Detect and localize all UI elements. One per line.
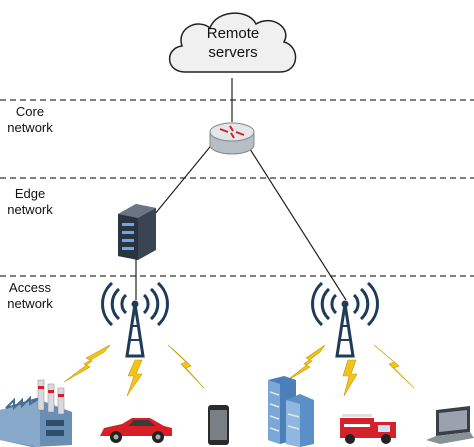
lightning-icon — [284, 344, 326, 383]
access-label-line2: network — [7, 296, 53, 311]
lightning-icon — [342, 359, 358, 397]
server-icon — [118, 204, 156, 260]
office-building-icon — [268, 376, 314, 447]
car-icon — [100, 418, 172, 443]
access-label-line1: Access — [9, 280, 51, 295]
factory-icon — [0, 379, 72, 447]
cloud-label-line1: Remote — [206, 25, 260, 42]
core-network-label: Core network — [0, 104, 60, 136]
lightning-icon — [126, 359, 143, 397]
edge-label-line1: Edge — [14, 186, 46, 201]
fire-truck-icon — [340, 414, 396, 444]
access-network-label: Access network — [0, 280, 60, 312]
lightning-icon — [63, 344, 111, 383]
router-icon — [209, 122, 255, 155]
cloud-label-line2: servers — [208, 44, 258, 61]
laptop-icon — [426, 406, 474, 444]
lightning-icon — [373, 344, 415, 389]
core-label-line2: network — [7, 120, 53, 135]
link-router-server — [149, 141, 215, 221]
core-label-line1: Core — [15, 104, 45, 119]
antenna-tower-icon — [101, 281, 169, 358]
cloud-label: Remote servers — [178, 24, 288, 62]
lightning-icon — [167, 344, 205, 389]
smartphone-icon — [208, 405, 229, 445]
link-router-tower2 — [247, 145, 347, 301]
edge-label-line2: network — [7, 202, 53, 217]
antenna-tower-icon — [311, 281, 379, 358]
edge-network-label: Edge network — [0, 186, 60, 218]
cloud-icon — [168, 12, 297, 73]
